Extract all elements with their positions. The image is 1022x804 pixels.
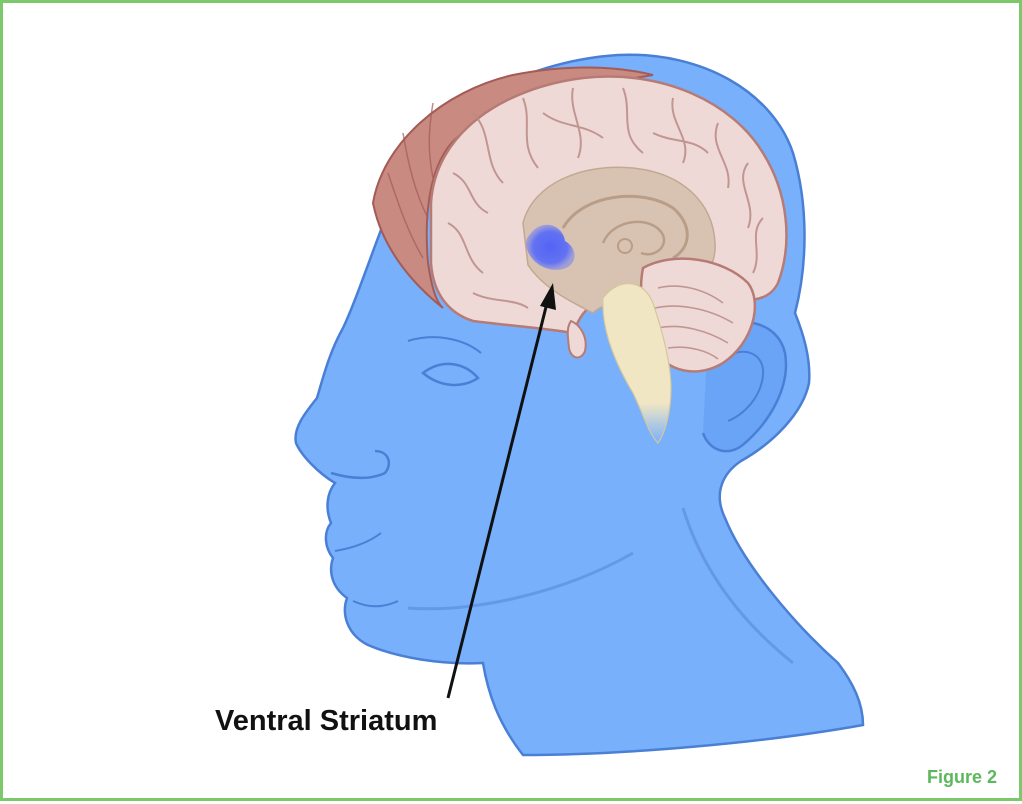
structure-label: Ventral Striatum xyxy=(215,705,437,738)
figure-number: Figure 2 xyxy=(927,767,997,788)
brain-diagram xyxy=(3,3,1022,804)
